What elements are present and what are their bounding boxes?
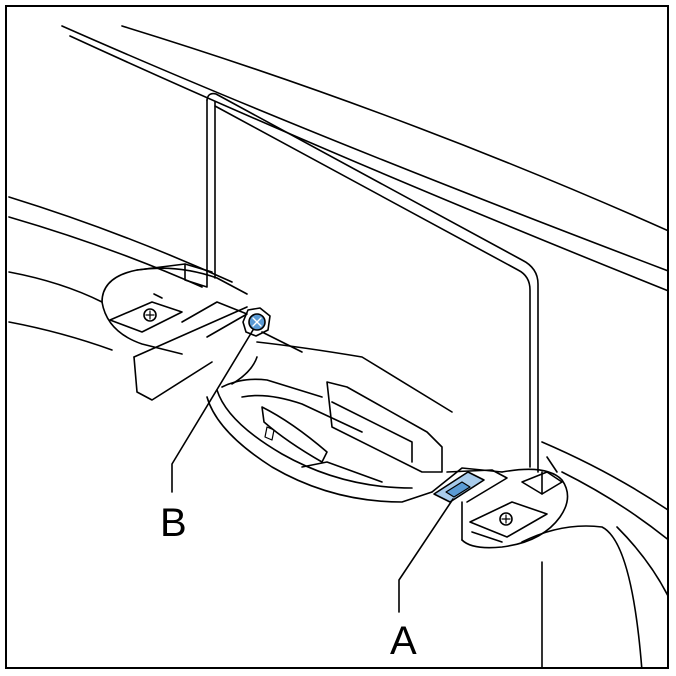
diagram-frame: B A: [5, 5, 669, 669]
rail-body: [8, 196, 667, 667]
mechanism-illustration: [8, 25, 667, 667]
vertical-plate: [206, 92, 539, 473]
right-mount: [431, 456, 569, 549]
part-b-screw: [242, 307, 271, 337]
curved-tray: [206, 331, 453, 503]
background-surface-lines: [61, 25, 667, 292]
part-a-slider: [433, 471, 485, 503]
left-mount: [101, 263, 248, 401]
leader-line-a: [398, 498, 454, 613]
leader-line-b: [171, 329, 254, 493]
callout-label-b: B: [160, 501, 187, 545]
callout-label-a: A: [390, 619, 417, 663]
